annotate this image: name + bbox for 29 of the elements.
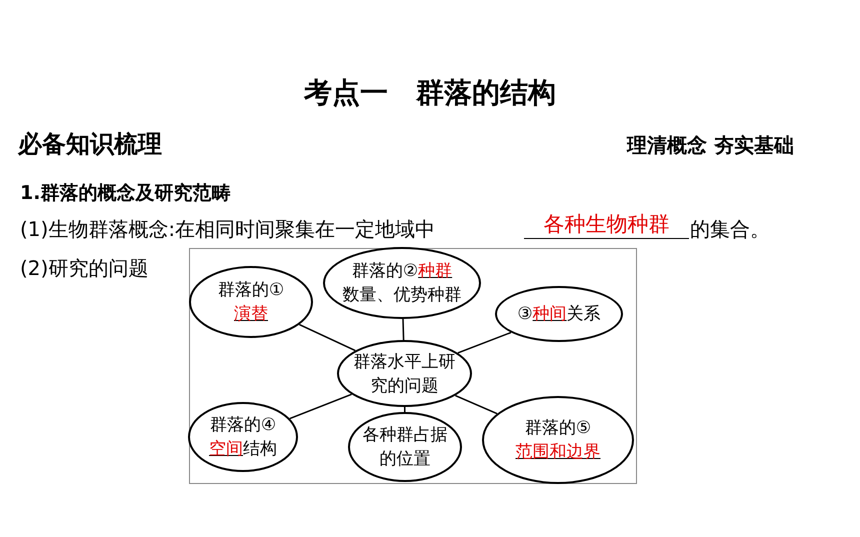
node-text: 各种群占据的位置 xyxy=(362,425,448,469)
node-text: 群落的④ xyxy=(210,415,276,435)
node-text: 群落水平上研究的问题 xyxy=(354,352,456,396)
subheading: 理清概念 夯实基础 xyxy=(627,132,794,159)
node-text: 群落的① xyxy=(218,280,284,300)
node-text: 群落的⑤ xyxy=(524,418,592,438)
connector-line xyxy=(299,324,356,352)
sentence-text: 的集合。 xyxy=(690,216,770,243)
node-text: 群落的② xyxy=(352,261,418,281)
answer-text: 演替 xyxy=(234,304,268,324)
connector-line xyxy=(402,318,404,340)
answer-text: 空间 xyxy=(209,439,243,459)
fill-in-answer: 各种生物种群 xyxy=(524,210,689,239)
title: 考点一 群落的结构 xyxy=(302,75,557,111)
connector-line xyxy=(290,394,352,420)
answer-text: 种群 xyxy=(418,261,452,281)
answer-text: 种间 xyxy=(532,304,567,324)
section-heading: 必备知识梳理 xyxy=(18,129,162,160)
node-text: 结构 xyxy=(243,439,277,459)
question-heading: 1.群落的概念及研究范畴 xyxy=(20,181,230,206)
sentence-text: (1)生物群落概念:在相同时间聚集在一定地域中 xyxy=(20,216,436,243)
connector-line xyxy=(404,407,406,412)
answer-text: 范围和边界 xyxy=(516,442,600,462)
node-text: 关系 xyxy=(566,304,601,324)
sentence-text: (2)研究的问题 xyxy=(20,255,148,282)
connector-line xyxy=(455,394,498,414)
node-text: ③ xyxy=(517,304,533,324)
node-text: 数量、优势种群 xyxy=(342,285,462,305)
connector-line xyxy=(458,332,512,354)
